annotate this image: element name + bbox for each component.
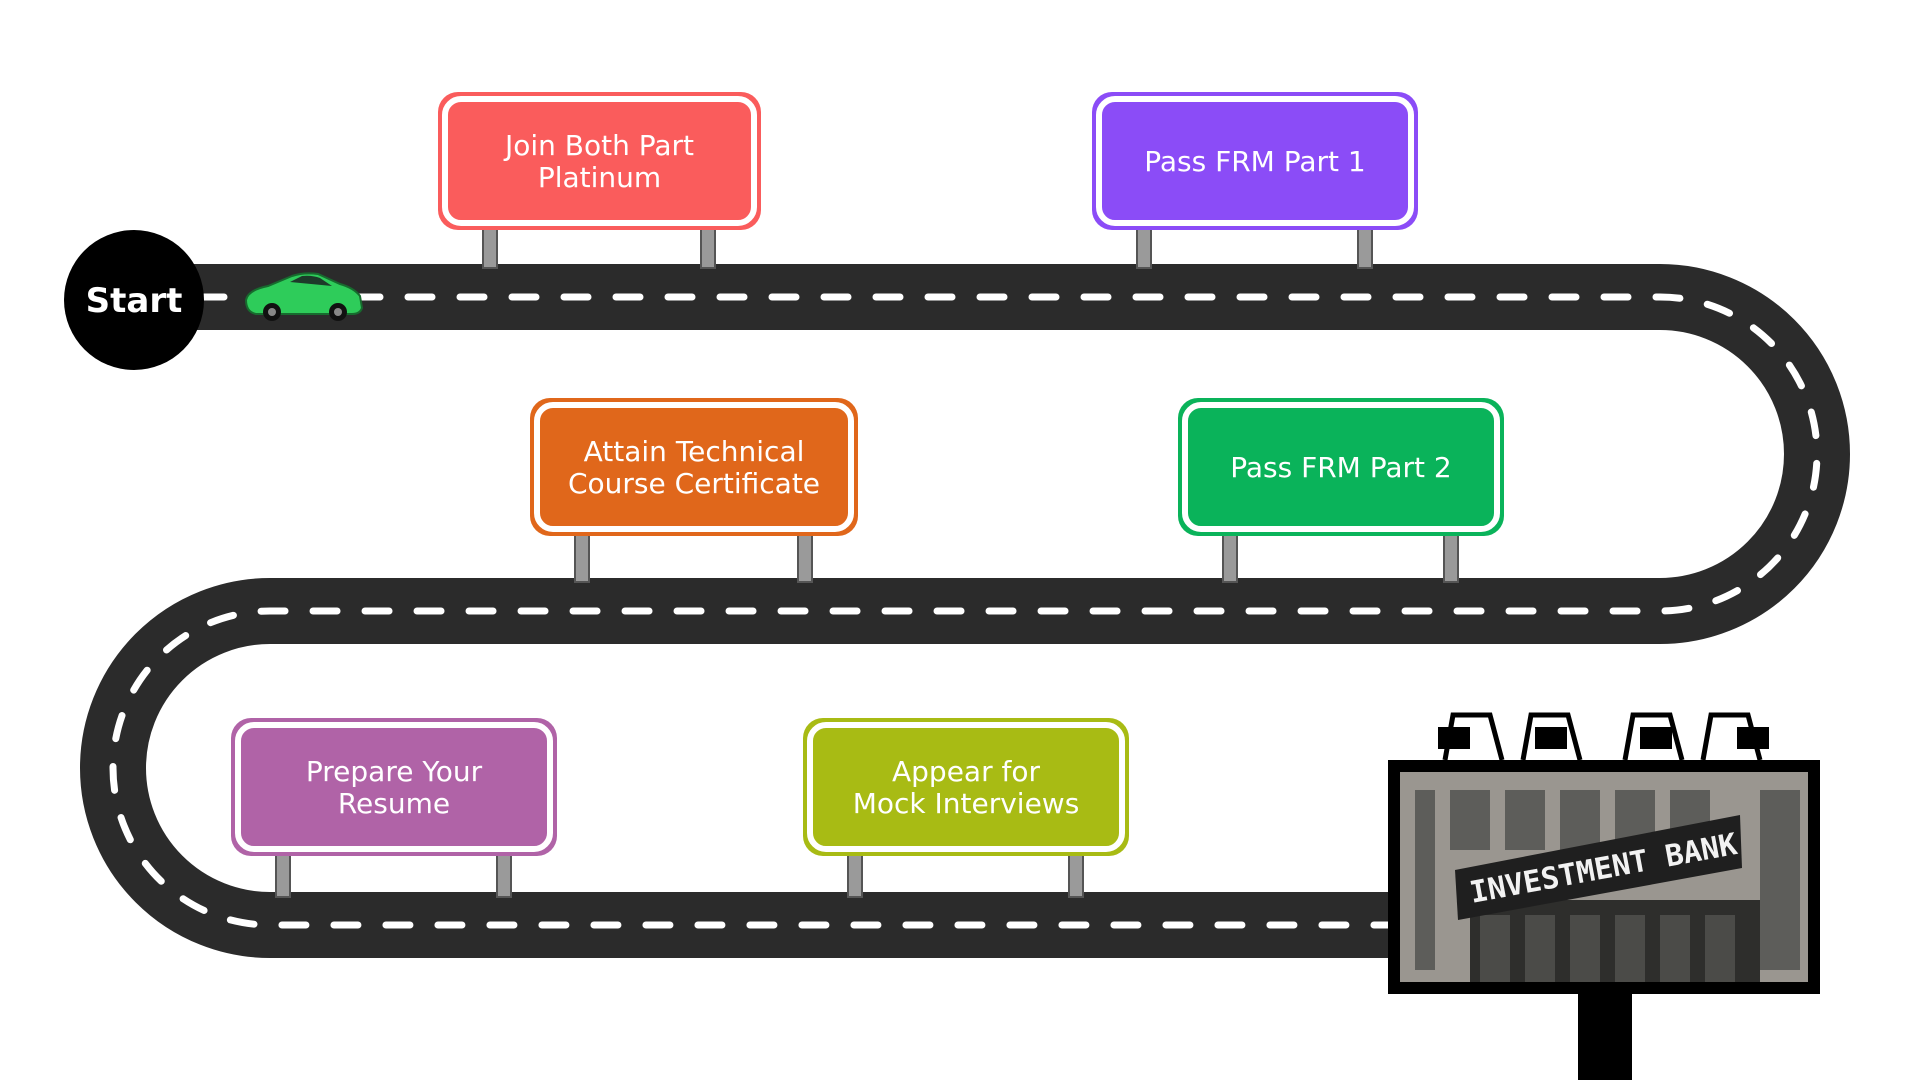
sign-text-line: Mock Interviews — [853, 787, 1080, 820]
sign-board — [530, 398, 858, 536]
sign-text-line: Pass FRM Part 1 — [1144, 145, 1365, 178]
sign-border — [1096, 96, 1414, 226]
sign-text-line: Course Certificate — [568, 467, 820, 500]
sign-board — [1092, 92, 1418, 230]
sign-border — [1182, 402, 1500, 532]
sign-text-line: Join Both Part — [503, 129, 694, 162]
sign-post — [1068, 849, 1084, 898]
investment-bank-billboard: INVESTMENT BANK — [1388, 712, 1820, 1080]
sign-board — [1178, 398, 1504, 536]
sign-post — [496, 849, 512, 898]
sign-text-line: Prepare Your — [306, 755, 483, 788]
road — [80, 264, 1850, 958]
milestone-sign-2: Pass FRM Part 1 — [1092, 92, 1418, 269]
sign-border — [235, 722, 553, 852]
sign-board — [803, 718, 1129, 856]
sign-post — [574, 529, 590, 583]
start-circle — [64, 230, 204, 370]
car-icon — [244, 272, 364, 321]
sign-post — [847, 849, 863, 898]
billboard-lamps — [1442, 712, 1763, 761]
sign-post — [1222, 529, 1238, 583]
sign-border — [534, 402, 854, 532]
sign-post — [797, 529, 813, 583]
sign-post — [1357, 223, 1373, 269]
sign-post — [482, 223, 498, 269]
sign-post — [1136, 223, 1152, 269]
sign-post — [700, 223, 716, 269]
sign-post — [1443, 529, 1459, 583]
milestone-sign-4: Pass FRM Part 2 — [1178, 398, 1504, 583]
sign-text-line: Resume — [338, 787, 450, 820]
bank-sign-plate — [1455, 815, 1742, 920]
sign-border — [442, 96, 757, 226]
sign-border — [807, 722, 1125, 852]
sign-board — [438, 92, 761, 230]
sign-post — [275, 849, 291, 898]
sign-text-line: Attain Technical — [584, 435, 805, 468]
sign-text-line: Pass FRM Part 2 — [1230, 451, 1451, 484]
billboard-post — [1578, 993, 1632, 1080]
sign-text-line: Appear for — [892, 755, 1040, 788]
sign-text-line: Platinum — [538, 161, 661, 194]
start-marker: Start — [64, 230, 204, 370]
sign-board — [231, 718, 557, 856]
start-label: Start — [86, 281, 183, 321]
road-lane-markings — [109, 293, 1821, 929]
